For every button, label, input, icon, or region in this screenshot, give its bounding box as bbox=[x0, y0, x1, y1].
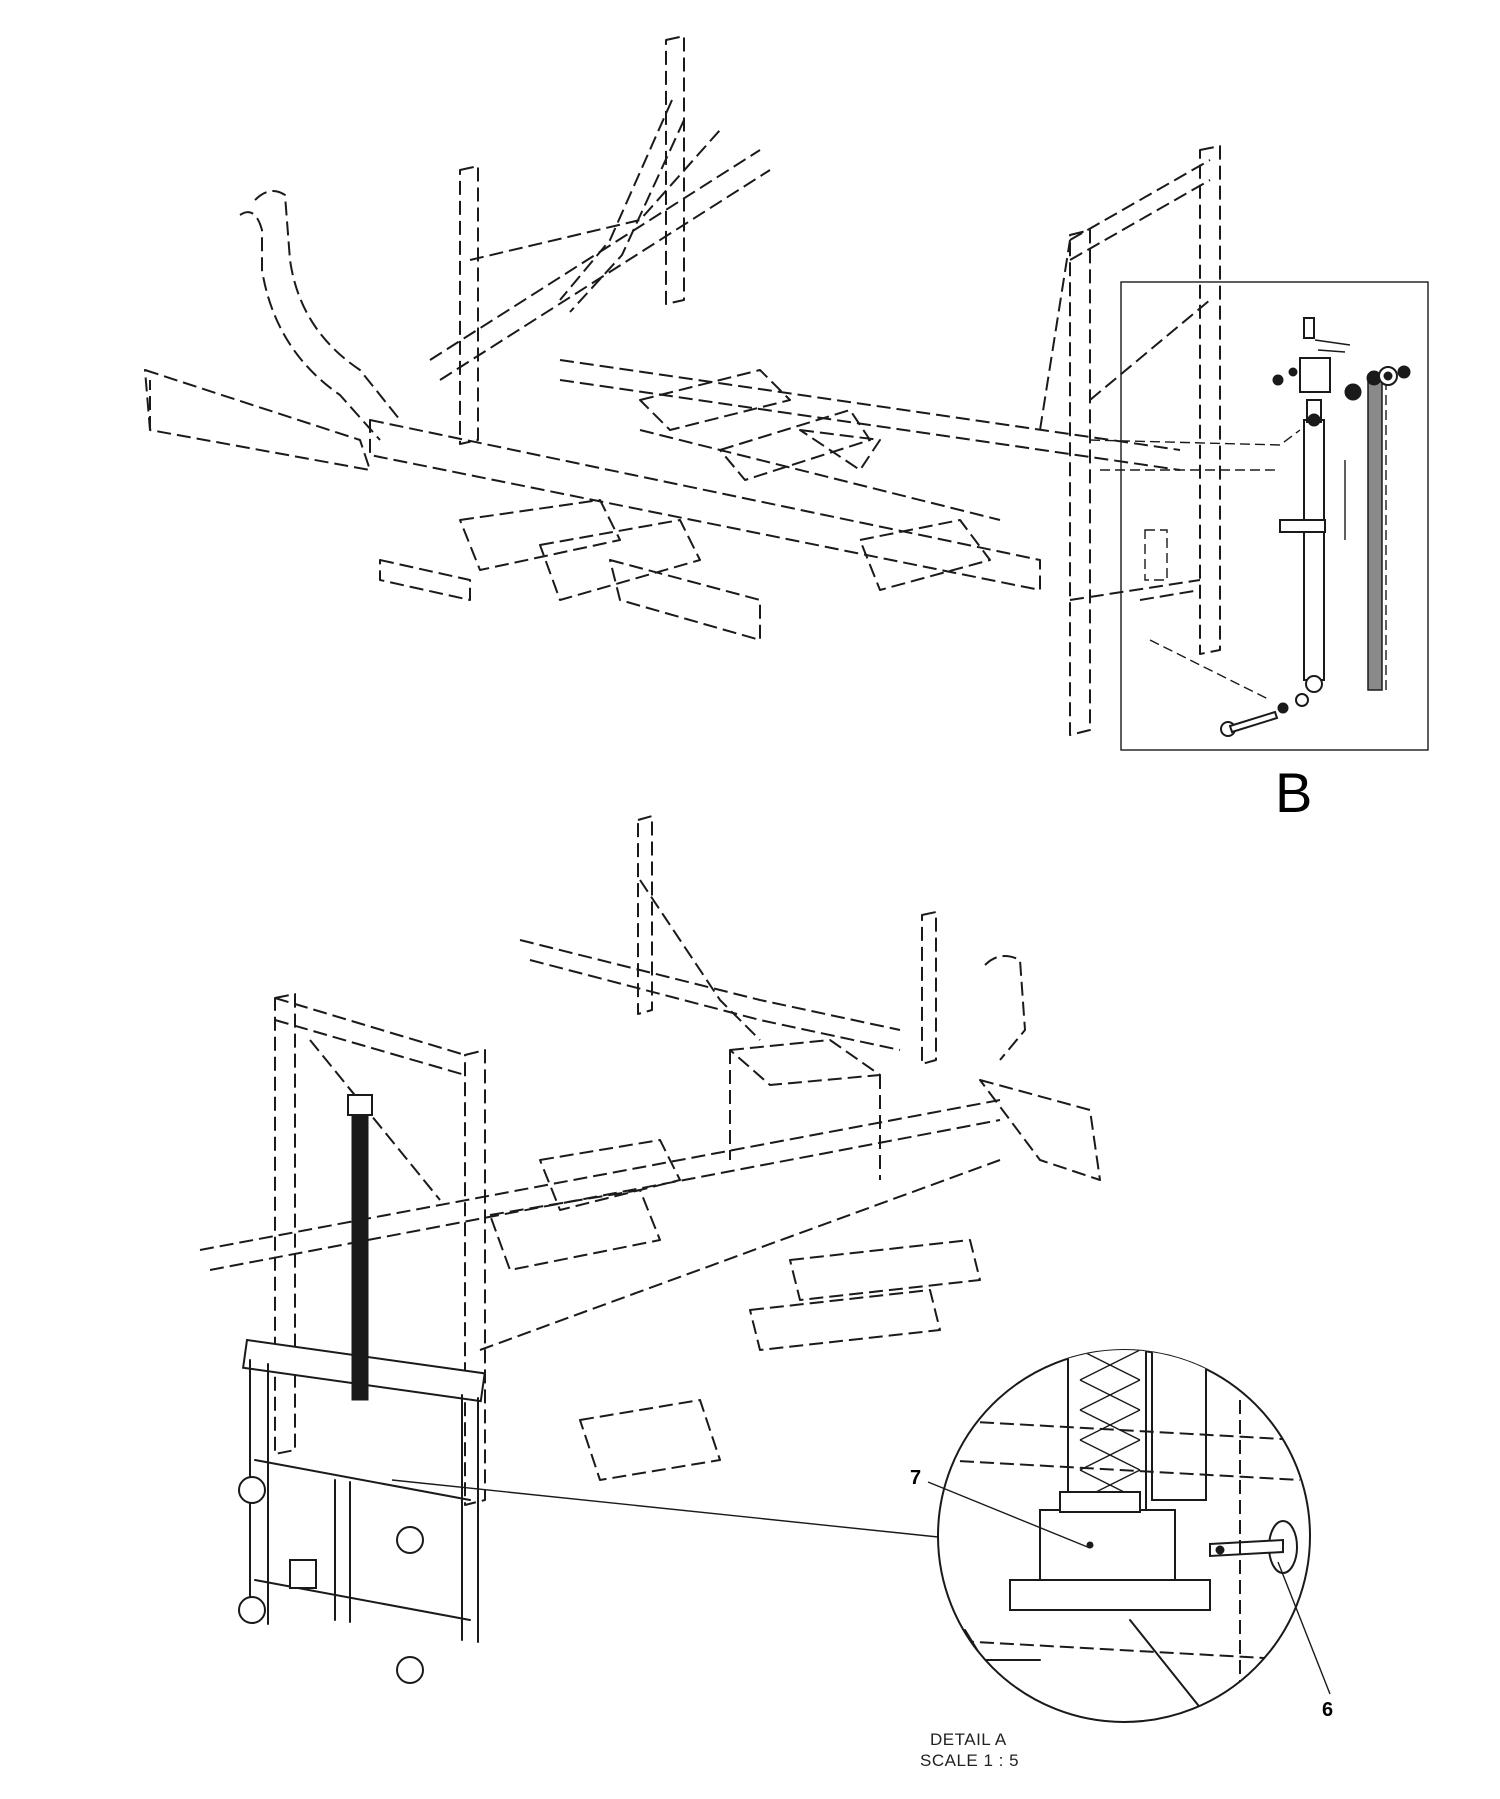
lower-frame-view bbox=[199, 815, 1101, 1684]
view-b-label: B bbox=[1275, 761, 1312, 824]
chain-anchor-top bbox=[1272, 317, 1411, 401]
lower-cylinder bbox=[347, 1094, 373, 1401]
upper-tines bbox=[459, 369, 991, 641]
callout-7-leader bbox=[927, 1481, 1091, 1549]
upper-hitch-arm bbox=[144, 190, 401, 471]
detail-a-title: DETAIL A bbox=[930, 1730, 1007, 1749]
detail-a-leader bbox=[391, 1479, 939, 1538]
lift-chain bbox=[1367, 379, 1387, 691]
lift-carriage bbox=[238, 1338, 486, 1684]
detail-a-scale: SCALE 1 : 5 bbox=[920, 1751, 1019, 1770]
detail-anchor-block bbox=[1039, 1491, 1176, 1581]
detail-pin bbox=[1209, 1520, 1298, 1574]
lower-hitch-arm bbox=[979, 955, 1101, 1181]
lower-tines bbox=[489, 1139, 981, 1481]
upper-right-mast-frame bbox=[1039, 145, 1221, 736]
view-b-box bbox=[1089, 281, 1429, 751]
upper-frame-view bbox=[144, 35, 1221, 736]
upper-left-mast bbox=[459, 35, 685, 445]
callout-7: 7 bbox=[910, 1467, 921, 1489]
lift-cylinder bbox=[1303, 399, 1325, 693]
pin-assembly bbox=[1220, 693, 1309, 737]
lower-mast-frame bbox=[274, 993, 486, 1506]
callout-6: 6 bbox=[1322, 1699, 1333, 1721]
detail-a: 7 6 bbox=[910, 1349, 1333, 1723]
callout-6-leader bbox=[1277, 1561, 1331, 1695]
